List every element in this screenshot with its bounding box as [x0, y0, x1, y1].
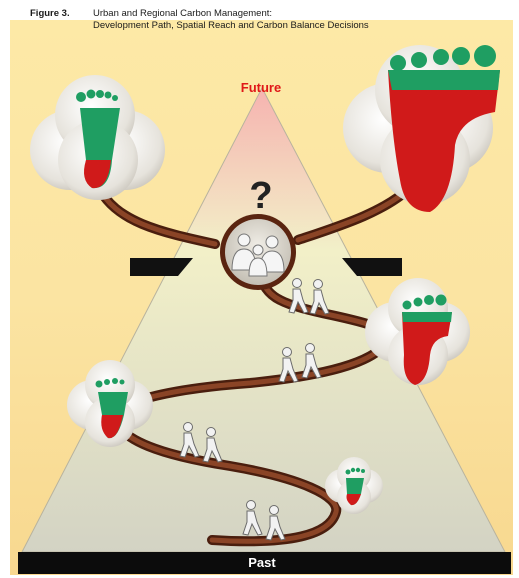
future-label: Future	[241, 80, 281, 95]
figure-number: Figure 3.	[30, 8, 70, 20]
decision-hub	[220, 214, 296, 290]
title-line-1: Urban and Regional Carbon Management:	[93, 8, 272, 20]
question-mark: ?	[249, 175, 272, 217]
title-line-2: Development Path, Spatial Reach and Carb…	[93, 20, 369, 32]
past-label: Past	[248, 555, 276, 570]
